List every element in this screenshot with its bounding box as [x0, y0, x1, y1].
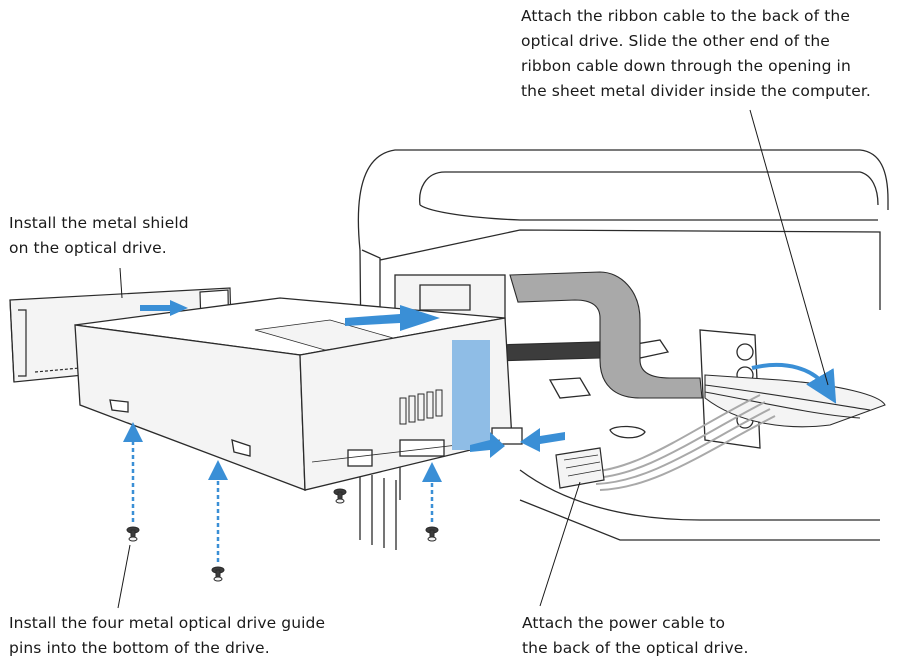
divider-hole — [736, 343, 754, 361]
case-handle-outer — [357, 149, 889, 251]
leader-power — [539, 481, 581, 607]
ribbon-through-divider-arrow — [751, 363, 837, 404]
callout-metal-shield: Install the metal shield on the optical … — [9, 214, 189, 257]
ribbon-cable — [491, 271, 886, 428]
leader-ribbon — [749, 109, 829, 386]
power-cable — [555, 394, 776, 491]
guide-pins — [126, 488, 439, 582]
drive-vents — [399, 389, 443, 425]
ribbon-cable-band — [509, 271, 703, 399]
leader-shield — [119, 267, 123, 299]
drive-jumper-block — [347, 449, 373, 467]
drive-ata-port — [399, 439, 445, 457]
power-attach-arrow — [520, 428, 565, 452]
power-connector — [555, 447, 605, 489]
shield-arrow — [140, 300, 188, 316]
leader-lines — [117, 109, 829, 609]
callout-ribbon-cable: Attach the ribbon cable to the back of t… — [521, 7, 871, 100]
ribbon-cable-connector — [491, 341, 601, 362]
case-inner-panel — [379, 229, 881, 310]
direction-arrows — [123, 300, 837, 562]
guide-pin — [126, 526, 140, 542]
guide-pin — [333, 488, 347, 504]
callout-power-cable: Attach the power cable to the back of th… — [522, 614, 749, 657]
ribbon-attach-arrow — [470, 432, 505, 458]
guide-pin — [425, 526, 439, 542]
guide-pin — [211, 566, 225, 582]
case-handle-inner — [419, 171, 879, 206]
leader-pins — [117, 544, 131, 609]
callout-guide-pins: Install the four metal optical drive gui… — [9, 614, 326, 657]
drive-insert-arrow — [345, 305, 440, 331]
ribbon-down-arrow — [452, 340, 490, 450]
